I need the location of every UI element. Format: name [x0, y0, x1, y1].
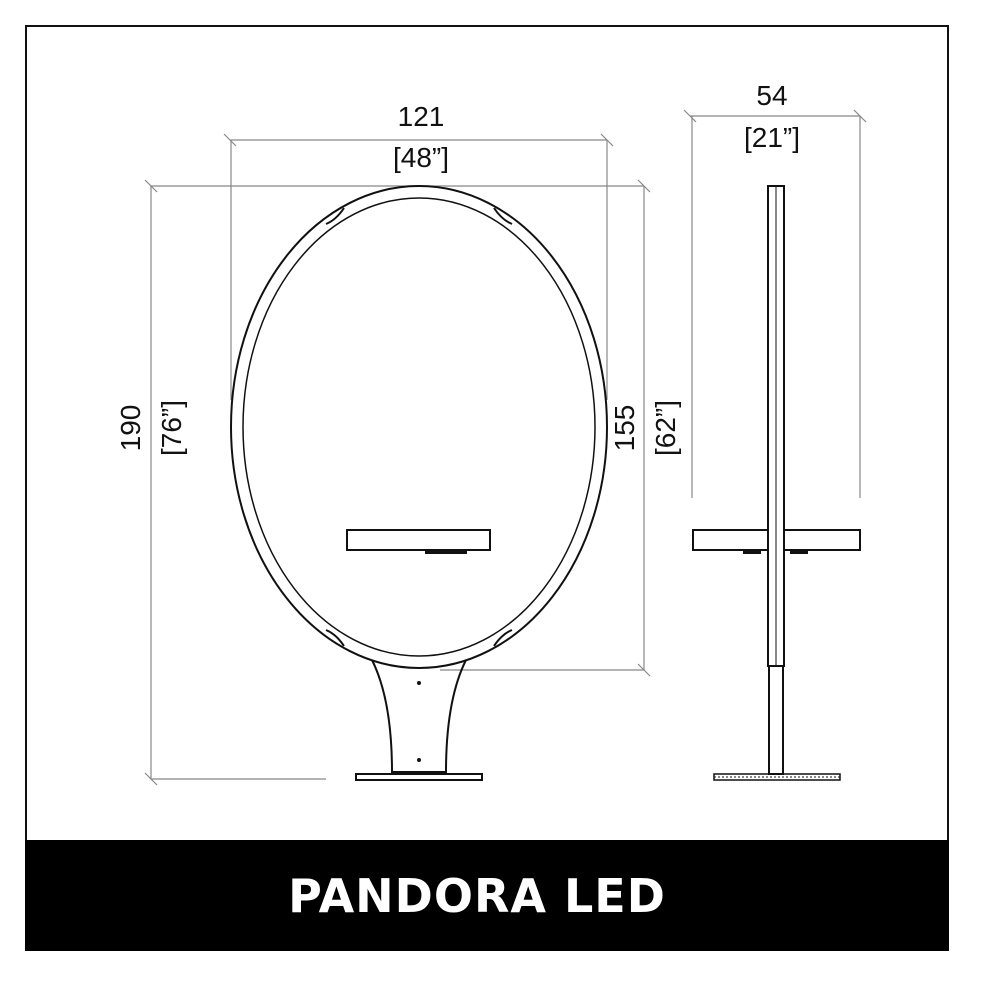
stem-dot-bottom	[417, 758, 421, 762]
pedestal-stem	[371, 659, 467, 773]
side-stem	[768, 665, 784, 775]
led-strip-bottom-left	[325, 629, 345, 647]
front-base-plate	[355, 773, 483, 781]
stem-dot-top	[417, 681, 421, 685]
mirror-outer-ellipse	[230, 185, 608, 669]
mirror-height-cm-label: 155	[609, 405, 640, 452]
depth-inch-label: [21”]	[744, 122, 800, 153]
side-shelf-right	[783, 529, 861, 551]
depth-dimension	[683, 109, 867, 498]
total-height-dimension	[144, 179, 417, 786]
width-dimension	[223, 133, 614, 400]
width-inch-label: [48”]	[393, 142, 449, 173]
led-strip-bottom-right	[493, 629, 513, 647]
total-height-inch-label: [76”]	[156, 400, 187, 456]
front-view	[230, 185, 608, 781]
total-height-cm-label: 190	[115, 405, 146, 452]
front-shelf	[346, 529, 491, 551]
width-cm-label: 121	[398, 101, 445, 132]
drawing-frame	[25, 25, 949, 951]
product-title: PANDORA LED	[288, 868, 666, 923]
led-strip-top-right	[493, 207, 513, 225]
mirror-inner-ellipse	[242, 197, 596, 657]
technical-drawing: 121 [48”] 54 [21”] 190 [76”] 155 [62”]	[115, 80, 867, 786]
depth-cm-label: 54	[756, 80, 787, 111]
mirror-height-inch-label: [62”]	[650, 400, 681, 456]
footer-banner: PANDORA LED	[25, 840, 949, 951]
side-shelf-left	[692, 529, 769, 551]
led-strip-top-left	[325, 207, 345, 225]
front-shelf-bracket	[425, 550, 467, 554]
mirror-height-dimension	[420, 179, 651, 677]
side-view	[692, 185, 861, 781]
